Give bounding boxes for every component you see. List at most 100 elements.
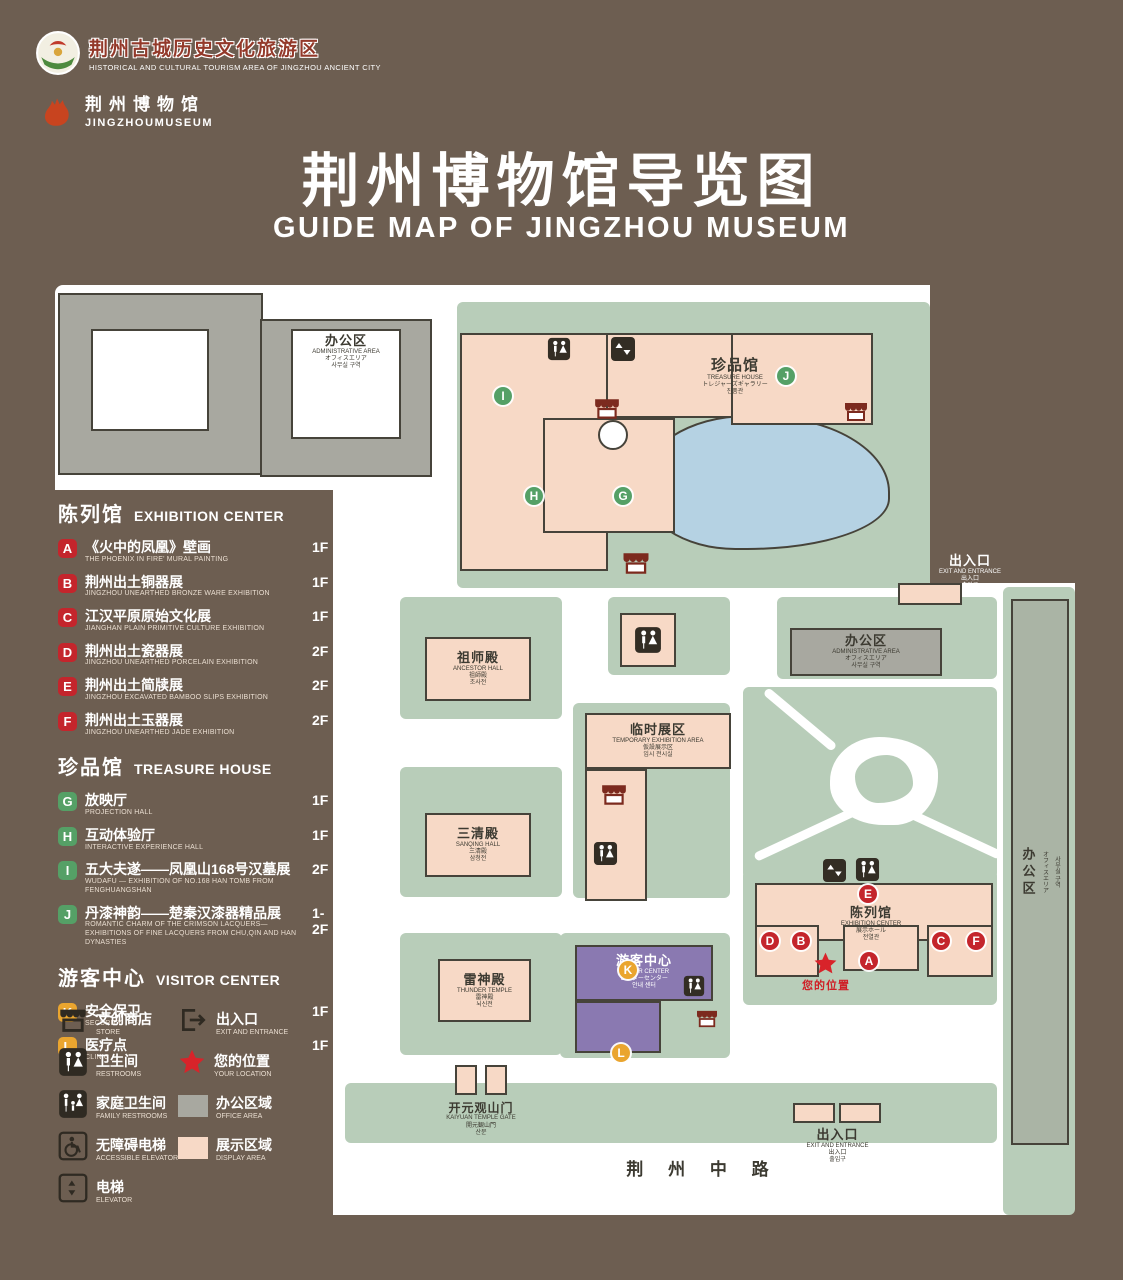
building-ancestor-hall: 祖师殿 ANCESTOR HALL 祖師殿 조사전	[425, 637, 531, 701]
building-name-en: ANCESTOR HALL	[453, 666, 503, 673]
building-name-en: THUNDER TEMPLE	[457, 987, 512, 994]
building-name-en: ADMINISTRATIVE AREA	[832, 649, 900, 656]
item-zh: 荆州出土简牍展	[85, 677, 183, 694]
legend-key-badge: D	[58, 642, 77, 662]
gate-kaiyuan-east	[485, 1065, 507, 1095]
item-floor: 1F	[312, 1002, 329, 1019]
icon-label-zh: 展示区域	[216, 1136, 272, 1153]
store-icon	[695, 1009, 719, 1029]
item-en: JINGZHOU UNEARTHED BRONZE WARE EXHIBITIO…	[85, 590, 270, 598]
item-en: INTERACTIVE EXPERIENCE HALL	[85, 843, 204, 851]
exit-name: 出入口	[816, 1127, 859, 1142]
item-en: JIANGHAN PLAIN PRIMITIVE CULTURE EXHIBIT…	[85, 624, 265, 632]
exit-name-ko: 출입구	[961, 582, 979, 589]
store-icon	[58, 1006, 88, 1039]
item-floor: 1F	[312, 539, 329, 555]
building-admin-nw-courtyard2	[291, 329, 401, 439]
map-marker-f: F	[967, 932, 985, 950]
item-en: WUDAFU — EXHIBITION OF NO.168 HAN TOMB F…	[85, 878, 274, 894]
icon-label-zh: 电梯	[96, 1178, 124, 1195]
item-en: JINGZHOU UNEARTHED JADE EXHIBITION	[85, 728, 235, 736]
item-zh: 互动体验厅	[85, 826, 155, 843]
elevator-icon	[823, 859, 846, 882]
label-exhibition-center: 陈列馆 EXHIBITION CENTER 展示ホール 전열관	[813, 905, 929, 942]
icon-label-en: OFFICE AREA	[216, 1112, 263, 1120]
legend-key-badge: F	[58, 711, 77, 731]
item-en: JINGZHOU UNEARTHED PORCELAIN EXHIBITION	[85, 659, 258, 667]
item-zh: 荆州出土瓷器展	[85, 642, 183, 659]
map-marker-b: B	[792, 932, 810, 950]
building-name-ja: ビジターセンター	[620, 975, 668, 982]
gate-name-ja: 開元観山門	[465, 1122, 496, 1129]
legend-key-badge: C	[58, 608, 77, 628]
building-name-ko: 사무실 구역	[1053, 856, 1060, 888]
building-name-ko: 삼청전	[469, 856, 487, 863]
fountain	[598, 420, 628, 450]
item-floor: 1F	[312, 1037, 329, 1054]
map-marker-a: A	[860, 952, 878, 970]
museum-name: 荆州博物馆	[85, 94, 205, 114]
store-icon	[593, 397, 621, 421]
icon-label-en: ELEVATOR	[96, 1196, 133, 1204]
icon-label-en: EXIT AND ENTRANCE	[216, 1028, 289, 1036]
building-admin-far-east: 办公区 オフィスエリア 사무실 구역	[1011, 599, 1069, 1145]
item-floor: 2F	[312, 861, 329, 878]
section-title: 陈列馆	[58, 504, 124, 526]
legend-section-treasure-house: 珍品馆 TREASURE HOUSE	[58, 751, 340, 780]
building-name-ja: 展示ホール	[855, 927, 886, 934]
item-zh: 医疗点	[85, 1037, 127, 1054]
office-area-swatch	[178, 1095, 208, 1117]
item-en: SECURITY	[85, 1019, 122, 1027]
gate-name-en: KAIYUAN TEMPLE GATE	[446, 1115, 516, 1122]
legend-key-badge: G	[58, 792, 77, 812]
map-marker-j: J	[777, 367, 795, 385]
item-zh: 放映厅	[85, 792, 127, 809]
building-name: 雷神殿	[463, 971, 506, 987]
exit-name-ja: 出入口	[828, 1149, 847, 1156]
item-floor: 2F	[312, 677, 329, 694]
store-icon	[621, 551, 651, 576]
map-marker-g: G	[614, 487, 632, 505]
item-en: THE PHOENIX IN FIRE' MURAL PAINTING	[85, 555, 229, 563]
building-public-restroom	[620, 613, 676, 667]
restroom-icon	[593, 841, 618, 866]
building-name-ko: 사무실 구역	[851, 663, 881, 670]
icon-label-zh: 您的位置	[214, 1052, 270, 1069]
building-name-ja: 三清殿	[468, 849, 487, 856]
building-name-en: SANQING HALL	[455, 842, 501, 849]
road-name: 荆 州 中 路	[626, 1160, 779, 1179]
page-subtitle: GUIDE MAP OF JINGZHOU MUSEUM	[273, 212, 850, 244]
building-name-ko: 조사전	[469, 680, 487, 687]
item-zh: 荆州出土铜器展	[85, 573, 183, 590]
icon-label-zh: 无障碍电梯	[96, 1136, 166, 1153]
elevator-icon	[611, 337, 635, 361]
map-marker-e: E	[859, 885, 877, 903]
icon-label-zh: 出入口	[216, 1010, 258, 1027]
building-name: 陈列馆	[849, 905, 892, 920]
item-floor: 1F	[312, 826, 329, 843]
item-floor: 1F	[312, 792, 329, 809]
building-sanqing-hall: 三清殿 SANQING HALL 三清殿 삼청전	[425, 813, 531, 877]
map-marker-h: H	[525, 487, 543, 505]
building-name: 办公区	[844, 633, 887, 649]
building-name-ja: オフィスエリア	[1041, 851, 1048, 893]
gate-exit-south-west	[793, 1103, 835, 1123]
northeast-cutout	[930, 285, 1075, 583]
legend-key-badge: B	[58, 573, 77, 593]
restroom-icon	[634, 626, 662, 654]
label-kaiyuan-gate: 开元观山门 KAIYUAN TEMPLE GATE 開元観山門 산문	[423, 1101, 539, 1137]
